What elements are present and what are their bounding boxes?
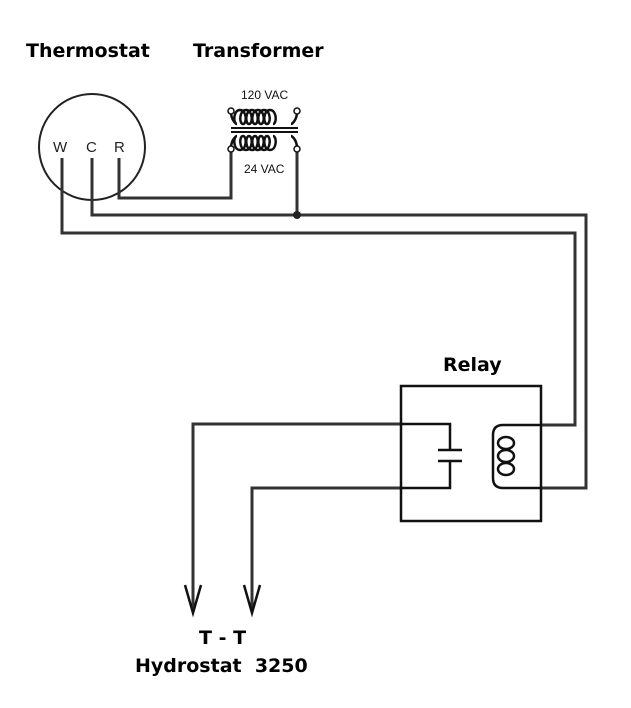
transformer-label: Transformer (193, 40, 324, 62)
output-device-label: Hydrostat 3250 (135, 655, 308, 677)
arrow-down-icon (242, 584, 262, 618)
wire-output-right (250, 486, 401, 608)
wire-c (90, 158, 588, 490)
relay-box (399, 384, 543, 523)
junction-dot (293, 211, 301, 219)
transformer-symbol (229, 108, 299, 152)
arrow-down-icon (183, 584, 203, 618)
terminal-r: R (114, 139, 125, 156)
transformer-terminal (227, 107, 235, 115)
relay-label: Relay (443, 354, 502, 376)
relay-coil (491, 423, 541, 490)
wire-output-left (191, 422, 401, 608)
relay-contact (401, 422, 462, 490)
output-terminals-label: T - T (199, 627, 247, 649)
terminal-w: W (53, 139, 68, 156)
wire-w (60, 158, 577, 427)
thermostat-label: Thermostat (26, 40, 150, 62)
terminal-c: C (86, 139, 97, 156)
transformer-terminal (293, 145, 301, 153)
transformer-terminal (227, 145, 235, 153)
transformer-terminal (293, 107, 301, 115)
wire-r (117, 150, 233, 200)
secondary-voltage-label: 24 VAC (244, 162, 285, 176)
primary-voltage-label: 120 VAC (241, 88, 289, 102)
